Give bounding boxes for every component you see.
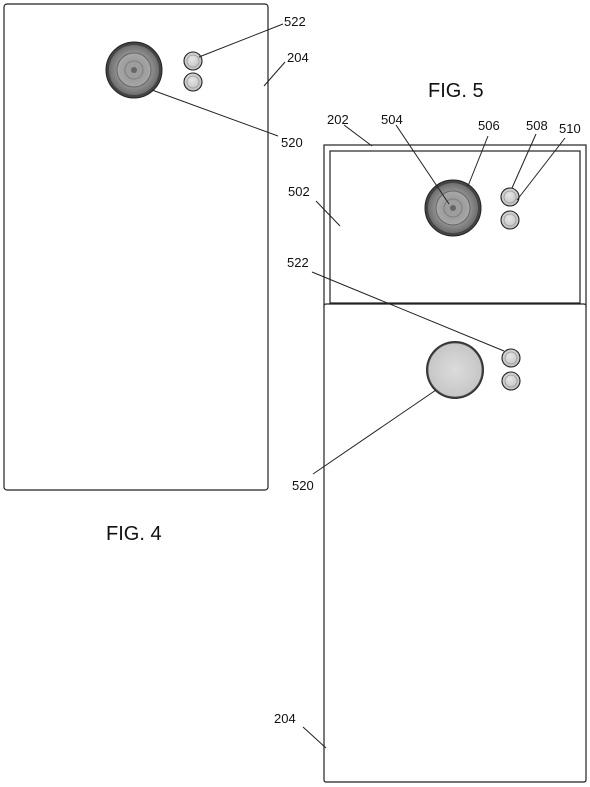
fig5-flash-522: [502, 349, 520, 367]
fig4-device: 522 204 520: [4, 4, 309, 490]
fig5-caption: FIG. 5: [428, 80, 484, 102]
fig5-flash-510: [501, 211, 519, 229]
fig5-label-504: 504: [381, 112, 403, 127]
fig4-camera-lens-520: [106, 42, 162, 98]
fig4-label-204: 204: [287, 50, 309, 65]
fig5-label-520: 520: [292, 478, 314, 493]
fig5-label-506: 506: [478, 118, 500, 133]
fig5-label-508: 508: [526, 118, 548, 133]
fig5-label-204: 204: [274, 711, 296, 726]
fig4-sensor: [184, 73, 202, 91]
fig5-label-502: 502: [288, 184, 310, 199]
fig5-label-522: 522: [287, 255, 309, 270]
fig5-sensor: [502, 372, 520, 390]
fig5-label-510: 510: [559, 121, 581, 136]
fig5-camera-lens-504: [425, 180, 481, 236]
fig4-label-520: 520: [281, 135, 303, 150]
fig4-flash-522: [184, 52, 202, 70]
fig5-device: 202 504 506 508 510 502 522 520 204: [274, 112, 586, 782]
fig4-label-522: 522: [284, 14, 306, 29]
fig5-leader-204: [303, 727, 326, 748]
fig5-label-202: 202: [327, 112, 349, 127]
fig5-leader-202: [344, 125, 372, 146]
fig5-flash-508: [501, 188, 519, 206]
fig4-caption: FIG. 4: [106, 523, 162, 545]
